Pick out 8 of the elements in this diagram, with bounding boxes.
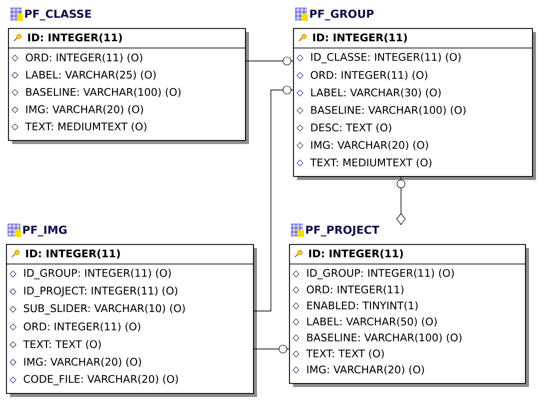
table-title: PF_GROUP	[310, 10, 374, 20]
relationship-line	[254, 86, 294, 312]
relationship-line	[246, 56, 294, 66]
table-title: PF_IMG	[23, 226, 67, 236]
table-title: PF_CLASSE	[25, 10, 91, 20]
relationship-line	[396, 176, 406, 226]
relationship-line	[254, 344, 290, 354]
table-title: PF_PROJECT	[306, 226, 380, 236]
